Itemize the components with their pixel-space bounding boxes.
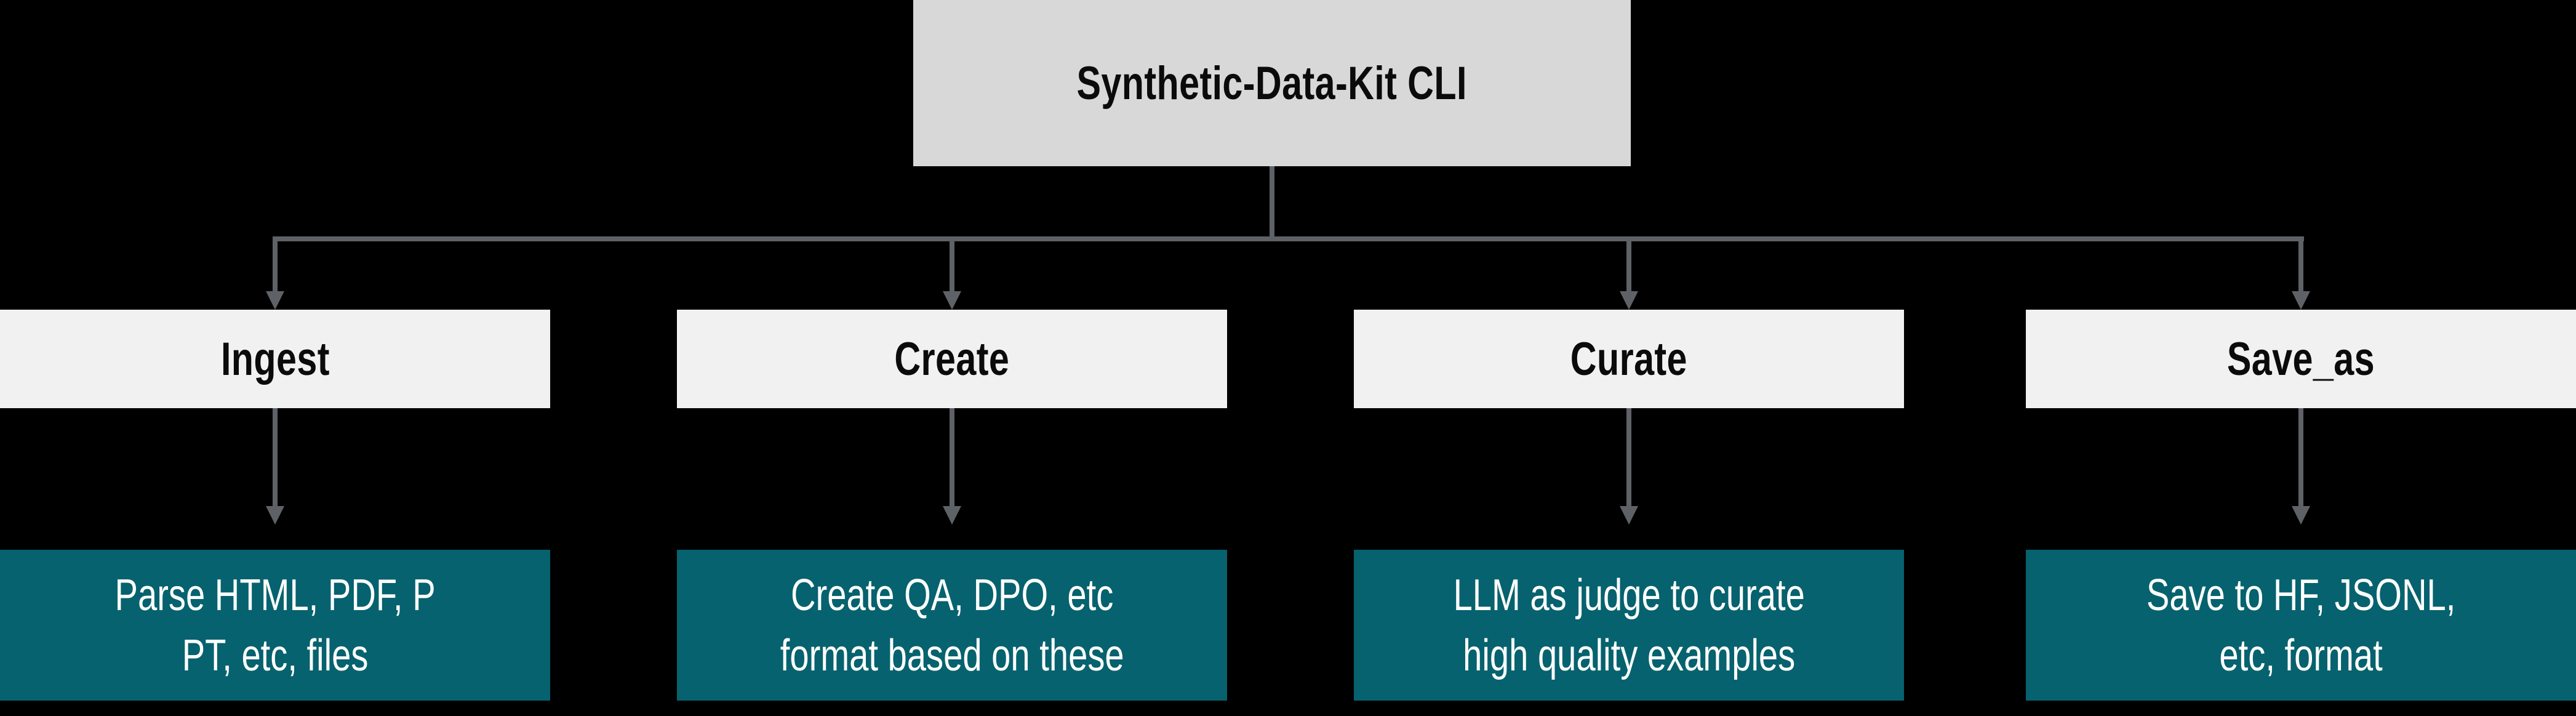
arrow-curate-to-detail-line: [1626, 408, 1631, 506]
node-save-as-detail: Save to HF, JSONL, etc, format: [2026, 550, 2576, 701]
arrow-curate-to-detail-head: [1620, 506, 1638, 525]
arrow-to-create-line: [950, 241, 954, 292]
arrow-save-as-to-detail-line: [2298, 408, 2303, 506]
arrow-to-curate-head: [1620, 291, 1638, 310]
arrow-to-create-head: [943, 291, 961, 310]
node-curate-detail-text: LLM as judge to curate high quality exam…: [1404, 565, 1854, 686]
detail-line: Create QA, DPO, etc: [790, 570, 1114, 620]
node-save-as-label: Save_as: [2226, 332, 2375, 385]
connector-stem: [1270, 166, 1274, 241]
node-save-as-detail-text: Save to HF, JSONL, etc, format: [2103, 565, 2499, 686]
node-create-label: Create: [894, 332, 1010, 385]
detail-line: LLM as judge to curate: [1453, 570, 1805, 620]
arrow-to-ingest-head: [266, 291, 284, 310]
detail-line: Parse HTML, PDF, P: [114, 570, 436, 620]
arrow-ingest-to-detail-line: [273, 408, 278, 506]
node-create-detail: Create QA, DPO, etc format based on thes…: [677, 550, 1227, 701]
arrow-save-as-to-detail-head: [2292, 506, 2310, 525]
arrow-to-save-as-head: [2292, 291, 2310, 310]
detail-line: PT, etc, files: [182, 630, 369, 680]
arrow-create-to-detail-head: [943, 506, 961, 525]
node-ingest-detail: Parse HTML, PDF, P PT, etc, files: [0, 550, 550, 701]
arrow-to-save-as-line: [2298, 241, 2303, 292]
node-ingest-detail-text: Parse HTML, PDF, P PT, etc, files: [70, 565, 481, 686]
node-create-detail-text: Create QA, DPO, etc format based on thes…: [732, 565, 1172, 686]
node-curate-detail: LLM as judge to curate high quality exam…: [1354, 550, 1904, 701]
arrow-to-ingest-line: [273, 241, 278, 292]
arrow-to-curate-line: [1626, 241, 1631, 292]
node-title-label: Synthetic-Data-Kit CLI: [1076, 57, 1468, 110]
detail-line: high quality examples: [1462, 630, 1796, 680]
node-create: Create: [677, 310, 1227, 408]
connector-horizontal: [273, 236, 2304, 241]
node-save-as: Save_as: [2026, 310, 2576, 408]
node-synthetic-data-kit-cli: Synthetic-Data-Kit CLI: [913, 0, 1631, 166]
arrow-ingest-to-detail-head: [266, 506, 284, 525]
node-ingest: Ingest: [0, 310, 550, 408]
detail-line: Save to HF, JSONL,: [2146, 570, 2456, 620]
detail-line: format based on these: [780, 630, 1124, 680]
node-ingest-label: Ingest: [220, 332, 330, 385]
node-curate: Curate: [1354, 310, 1904, 408]
arrow-create-to-detail-line: [950, 408, 954, 506]
node-curate-label: Curate: [1570, 332, 1688, 385]
detail-line: etc, format: [2219, 630, 2383, 680]
